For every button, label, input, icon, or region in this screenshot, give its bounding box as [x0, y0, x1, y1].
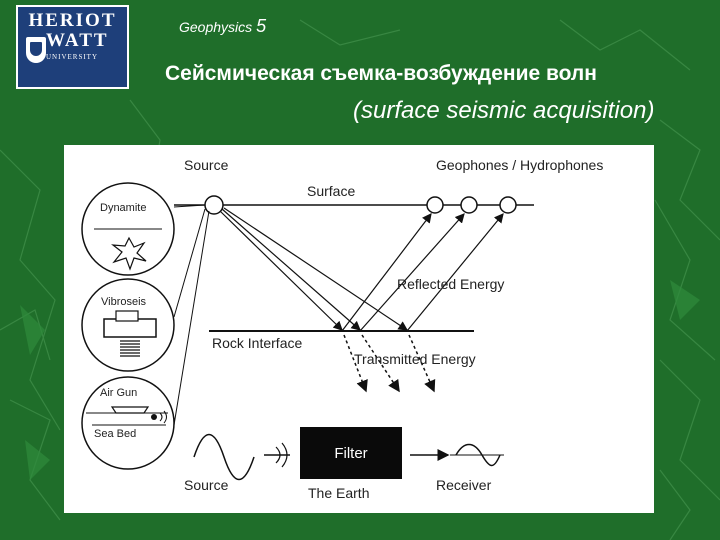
- filter-label: Filter: [334, 445, 367, 462]
- geophone-3: [499, 196, 517, 214]
- truck-icon: [103, 318, 157, 338]
- reflected-energy-label: Reflected Energy: [397, 276, 504, 292]
- airgun-source: Air Gun Sea Bed: [81, 376, 175, 470]
- dynamite-source: Dynamite: [81, 182, 175, 276]
- ship-icon: [110, 406, 150, 414]
- vibroseis-label: Vibroseis: [101, 296, 147, 308]
- dynamite-label: Dynamite: [100, 202, 146, 214]
- earth-label: The Earth: [308, 485, 369, 501]
- source-label: Source: [184, 157, 229, 173]
- airgun-label: Air Gun: [100, 387, 137, 399]
- rock-interface-label: Rock Interface: [212, 335, 302, 351]
- explosion-icon: [111, 236, 147, 271]
- seismic-acquisition-diagram: Source Geophones / Hydrophones Surface R…: [64, 145, 654, 513]
- logo-line1: HERIOT: [28, 10, 117, 31]
- geophone-2: [460, 196, 478, 214]
- receiver-label: Receiver: [436, 477, 492, 493]
- bottom-source-label: Source: [184, 477, 229, 493]
- filter-box: [300, 427, 402, 479]
- incident-rays: [219, 207, 408, 331]
- surface-label: Surface: [307, 183, 355, 199]
- seabed-label: Sea Bed: [94, 428, 136, 440]
- geophone-1: [426, 196, 444, 214]
- receivers-label: Geophones / Hydrophones: [436, 157, 603, 173]
- heriot-watt-logo: HERIOT WATT UNIVERSITY: [16, 5, 129, 89]
- vibroseis-source: Vibroseis: [81, 278, 175, 372]
- logo-line2: WATT: [46, 30, 109, 51]
- page-number: 5: [256, 16, 267, 36]
- reflected-rays: [341, 213, 504, 332]
- logo-line3: UNIVERSITY: [46, 53, 98, 61]
- course-name: Geophysics: [179, 19, 253, 35]
- transmitted-energy-label: Transmitted Energy: [354, 351, 476, 367]
- transmitted-rays: [343, 334, 436, 393]
- slide-title-en: (surface seismic acquisition): [353, 97, 655, 124]
- source-wavelet: [193, 434, 255, 480]
- slide-title-ru: Сейсмическая съемка-возбуждение волн: [165, 62, 597, 85]
- crest-icon: [26, 37, 46, 63]
